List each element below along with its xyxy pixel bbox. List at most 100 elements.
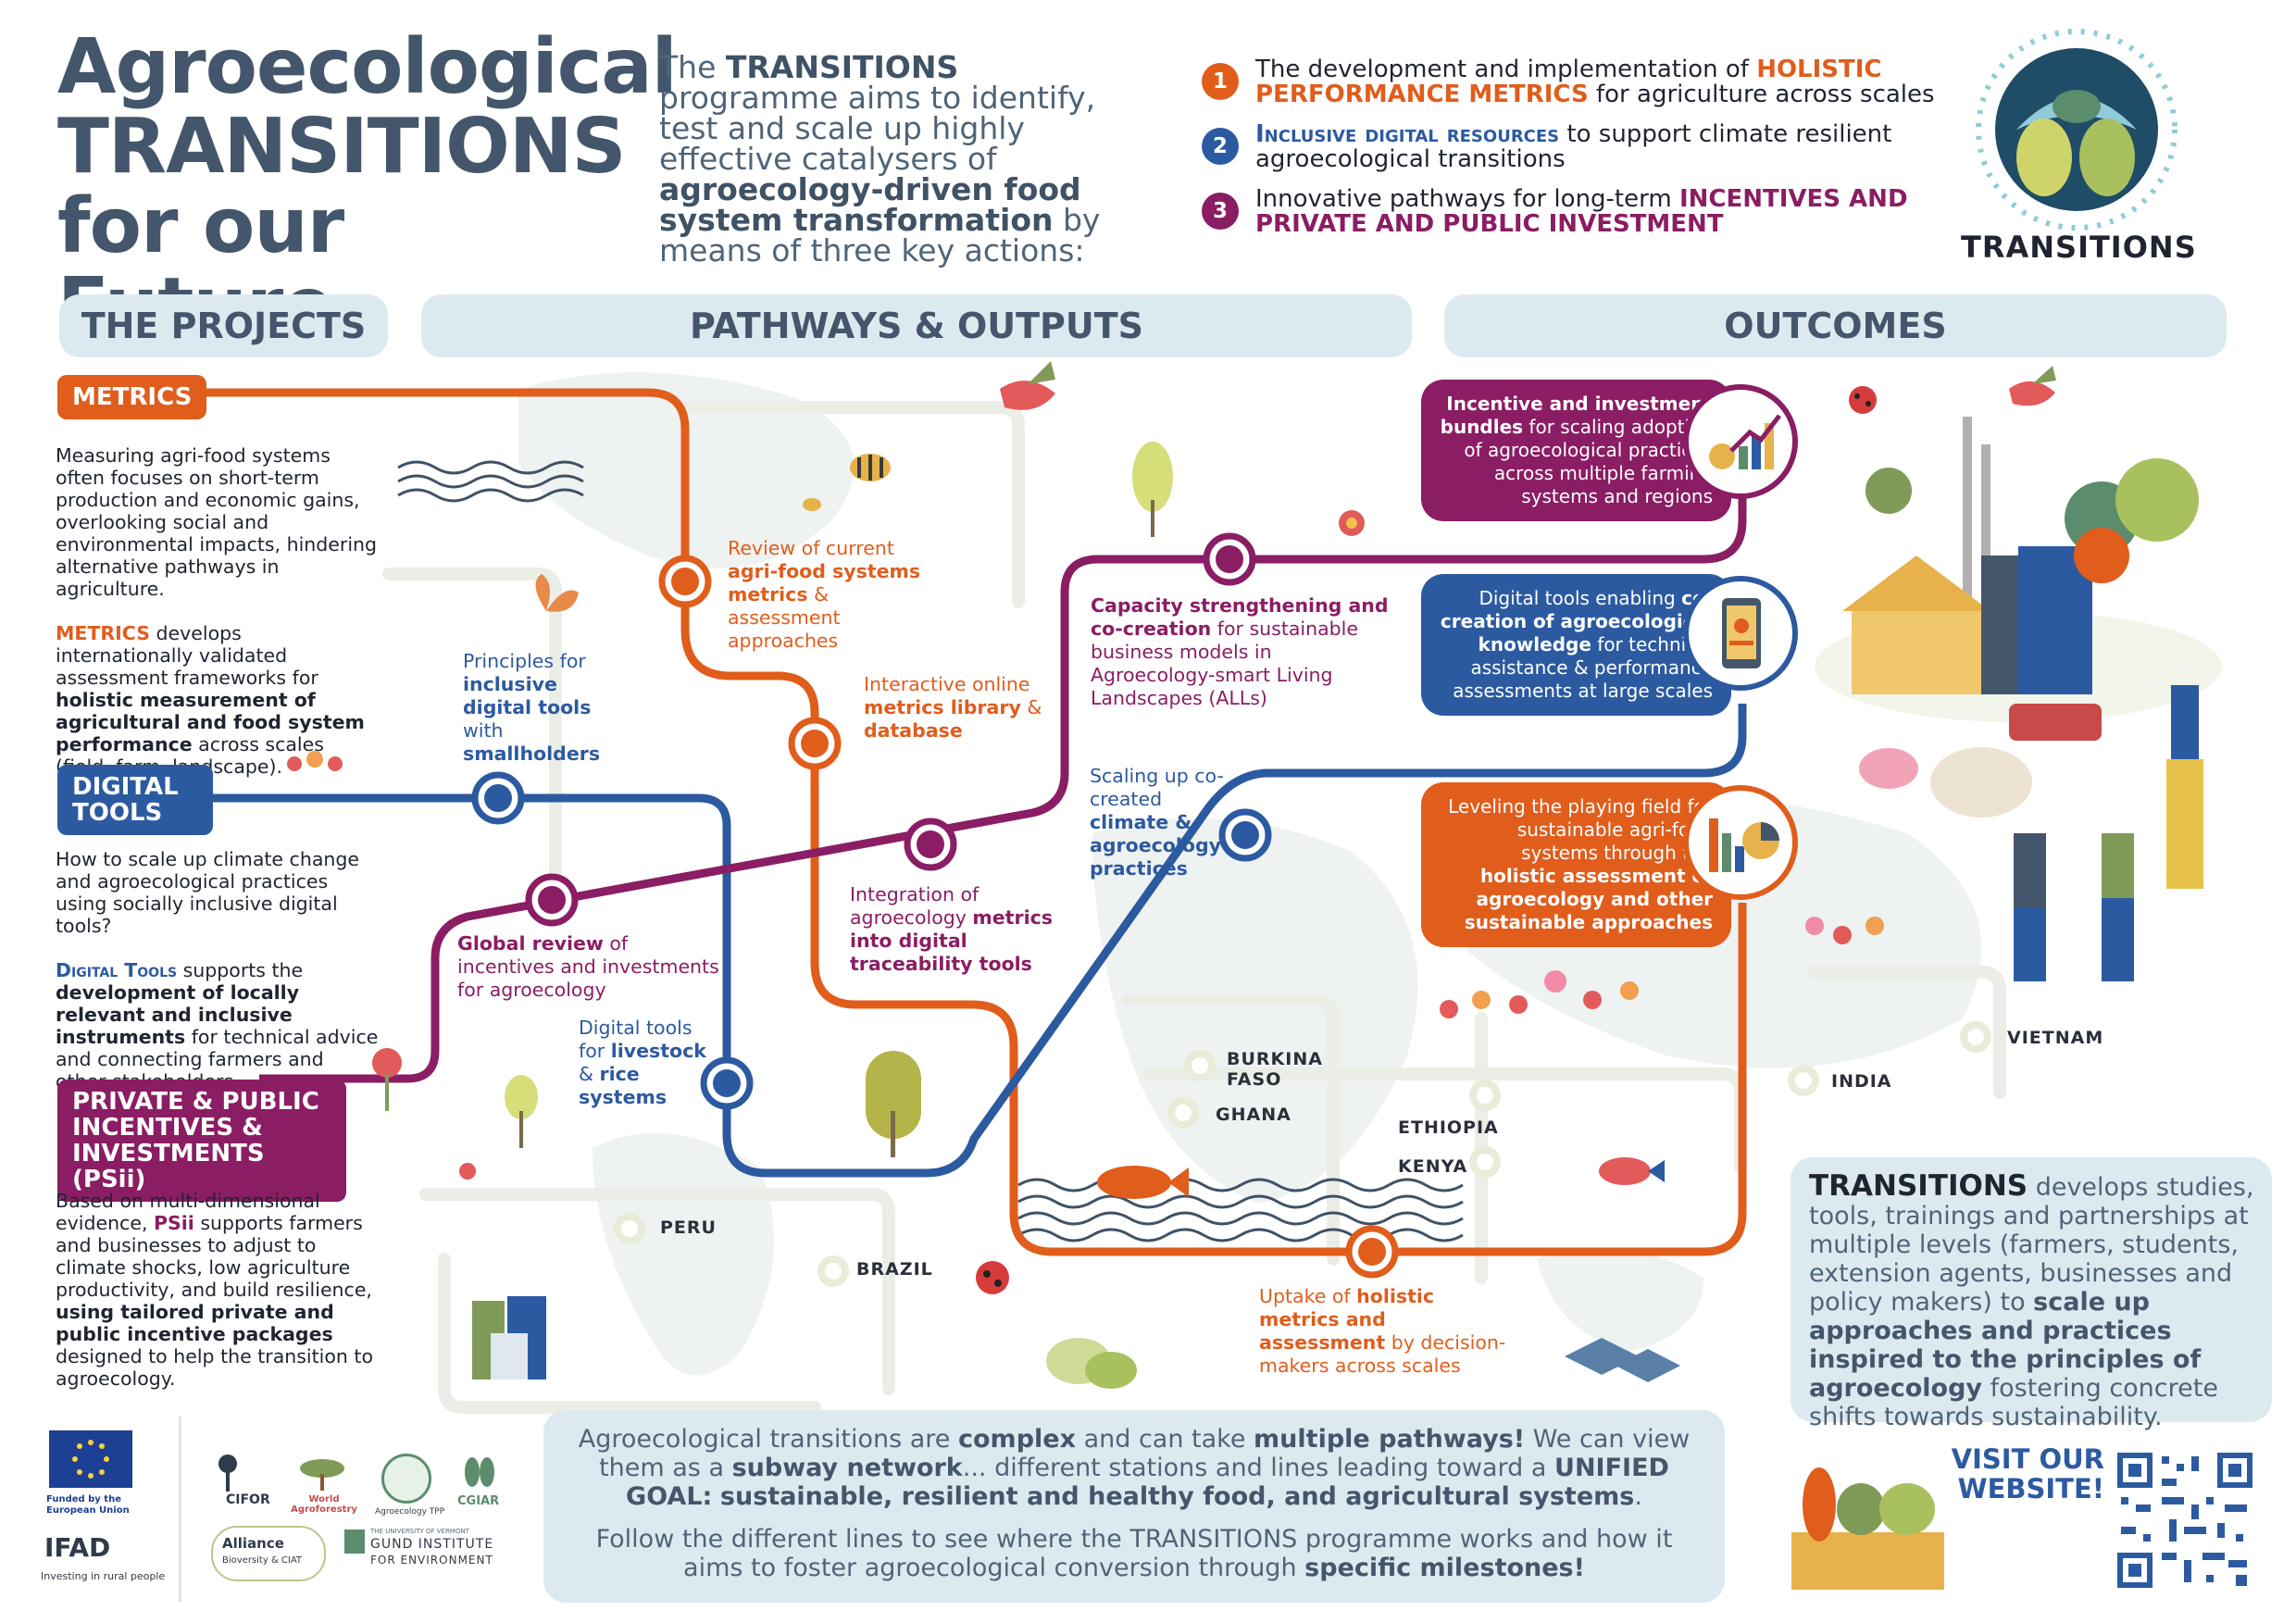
country-label-brazil: BRAZIL — [856, 1259, 933, 1280]
ifad-logo: IFAD — [44, 1532, 111, 1563]
eu-flag-icon — [49, 1430, 132, 1488]
text-bold: livestock — [610, 1040, 706, 1062]
text-bold: smallholders — [463, 743, 601, 765]
cifor-tree-icon — [209, 1451, 265, 1492]
text-bold: using tailored private and public incent… — [56, 1301, 334, 1345]
header-pathways: PATHWAYS & OUTPUTS — [421, 294, 1412, 357]
text-part: & — [1020, 696, 1042, 718]
label-capacity: Capacity strengthening and co-creation f… — [1091, 594, 1398, 710]
ladybug-icon — [1849, 386, 1877, 414]
qr-code[interactable] — [2114, 1449, 2256, 1592]
text-bold: Incentive and investment bundles — [1440, 393, 1713, 438]
text-bold: metrics into digital traceability tools — [850, 906, 1053, 975]
bird-icon — [2009, 366, 2056, 406]
psii-name: PSii — [153, 1212, 194, 1234]
intro-part: programme aims to identify, test and sca… — [659, 80, 1096, 177]
digital-description: How to scale up climate change and agroe… — [56, 848, 380, 1092]
farmer-icon — [2014, 907, 2046, 981]
text-bold: inclusive digital tools — [463, 673, 592, 718]
text-bold: climate & agroecology practices — [1090, 811, 1221, 880]
text-part: Digital tools for — [579, 1017, 693, 1062]
page-title: Agroecological TRANSITIONS for our Futur… — [57, 28, 678, 346]
title-line: TRANSITIONS — [57, 103, 627, 191]
station-review-metrics — [658, 555, 712, 608]
action-highlight: Inclusive digital resources — [1255, 120, 1560, 148]
bush-icon — [1046, 1338, 1137, 1389]
country-label-ethiopia: ETHIOPIA — [1398, 1117, 1499, 1138]
station-integration — [904, 818, 957, 871]
text-part: Uptake of — [1259, 1285, 1357, 1307]
solar-panel-icon — [1565, 1338, 1680, 1382]
gund-university-label: THE UNIVERSITY OF VERMONT — [370, 1528, 469, 1535]
outcome-digital-tools: Digital tools enabling co-creation of ag… — [1421, 574, 1731, 716]
visit-line: WEBSITE! — [1957, 1473, 2104, 1504]
buildings-icon — [472, 1296, 546, 1380]
label-uptake: Uptake of holistic metrics and assessmen… — [1259, 1285, 1509, 1378]
tree-icon — [1132, 442, 1173, 537]
country-markers — [614, 1021, 1991, 1287]
text-part: Follow the different lines to see where … — [595, 1525, 1673, 1582]
bird-icon — [1000, 361, 1055, 410]
agroecology-tpp-icon — [381, 1454, 431, 1504]
label-livestock: Digital tools for livestock & rice syste… — [579, 1017, 718, 1109]
fish-icon — [1097, 1166, 1189, 1199]
bottom-line-1: Agroecological transitions are complex a… — [564, 1425, 1704, 1511]
action-item: 2 Inclusive digital resources to support… — [1202, 122, 1942, 172]
country-label-ghana: GHANA — [1216, 1105, 1292, 1125]
text-bold: Global review — [457, 932, 604, 955]
farm-illustration — [1815, 417, 2222, 981]
text-part: We can view them as a — [599, 1425, 1691, 1482]
text-part: ... different stations and lines leading… — [962, 1454, 1555, 1482]
text-part: supports the — [177, 959, 304, 981]
alliance-subtitle: Bioversity & CIAT — [222, 1555, 303, 1566]
station-principles — [471, 771, 525, 825]
bottom-line-2: Follow the different lines to see where … — [564, 1525, 1704, 1582]
text-part: Interactive online — [864, 673, 1030, 695]
butterfly-icon — [535, 574, 579, 612]
flower-icon — [1339, 510, 1365, 536]
text-part: fostering concrete shifts towards sustai… — [1809, 1374, 2218, 1431]
text-bold: complex — [958, 1425, 1076, 1454]
phone-icon — [1683, 576, 1798, 691]
text-part: . — [1634, 1482, 1642, 1511]
text-bold: development of locally relevant and incl… — [56, 981, 300, 1048]
psii-project-tag: PRIVATE & PUBLIC INCENTIVES & INVESTMENT… — [57, 1080, 346, 1202]
action-text: to support climate resilient agroecologi… — [1255, 120, 1892, 173]
icraf-tree-icon — [294, 1455, 350, 1492]
text-part: supports farmers and businesses to adjus… — [56, 1212, 372, 1301]
text-part: Integration of agroecology — [850, 883, 980, 929]
digital-project-tag: DIGITAL TOOLS — [57, 765, 213, 835]
text-bold: subway network — [731, 1454, 963, 1482]
visit-website-text: VISIT OUR WEBSITE! — [1947, 1444, 2104, 1504]
alliance-logo-text: Alliance — [222, 1535, 284, 1552]
farmer-icon — [2102, 898, 2134, 981]
action-number-badge: 2 — [1202, 128, 1239, 165]
country-label-kenya: KENYA — [1398, 1156, 1468, 1177]
bee-icon — [803, 498, 821, 511]
eu-funding-label: Funded by the European Union — [46, 1494, 130, 1516]
cgiar-icon — [459, 1454, 500, 1491]
gund-institute-icon — [344, 1529, 365, 1554]
summary-brand: TRANSITIONS — [1809, 1169, 2028, 1203]
tree-icon — [505, 1075, 538, 1148]
visit-line: VISIT OUR — [1951, 1443, 2104, 1475]
metrics-paragraph: METRICS develops internationally validat… — [56, 622, 380, 778]
intro-bold: agroecology-driven food system transform… — [659, 171, 1081, 238]
logo-divider — [179, 1417, 181, 1602]
station-global-review — [525, 873, 579, 927]
psii-line — [259, 481, 1747, 1083]
text-bold: co-creation of agroecological knowledge — [1440, 587, 1713, 655]
digital-paragraph: How to scale up climate change and agroe… — [56, 848, 359, 937]
metrics-description: Measuring agri-food systems often focuse… — [56, 444, 380, 778]
header-projects: THE PROJECTS — [59, 294, 388, 357]
transitions-logo: TRANSITIONS — [1961, 28, 2197, 268]
key-actions: 1 The development and implementation of … — [1202, 57, 1942, 252]
action-highlight: HOLISTIC PERFORMANCE METRICS — [1255, 56, 1882, 108]
text-part: develops internationally validated asses… — [56, 622, 318, 689]
gund-logo-text: GUND INSTITUTE — [370, 1537, 494, 1552]
tree-icon — [866, 1051, 921, 1157]
logo-text: TRANSITIONS — [1961, 230, 2197, 265]
wind-turbine-icon — [1963, 417, 1972, 602]
text-bold: agri-food systems metrics — [728, 560, 921, 606]
country-label-india: INDIA — [1831, 1071, 1892, 1092]
